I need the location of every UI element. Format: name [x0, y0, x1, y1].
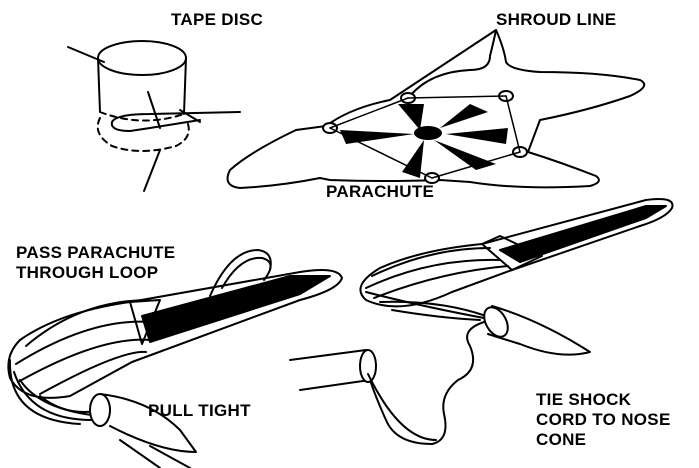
shroud-line-label: SHROUD LINE: [496, 10, 616, 30]
pass-parachute-label-line2: THROUGH LOOP: [16, 263, 175, 283]
tie-shock-label-line2: CORD TO NOSE: [536, 410, 671, 430]
pull-tight-label: PULL TIGHT: [148, 401, 251, 421]
tape-disc-illustration: [68, 41, 240, 191]
tape-disc-label: TAPE DISC: [171, 10, 263, 30]
tape-disc-shape: [98, 41, 186, 75]
tie-shock-label-line3: CONE: [536, 430, 671, 450]
tie-shock-cord-label: TIE SHOCK CORD TO NOSE CONE: [536, 390, 671, 450]
tie-shock-label-line1: TIE SHOCK: [536, 390, 671, 410]
parachute-illustration: [228, 30, 645, 188]
tape-disc-lower-line: [144, 150, 160, 191]
pass-parachute-label-line1: PASS PARACHUTE: [16, 243, 175, 263]
parachute-label: PARACHUTE: [326, 182, 434, 202]
pass-parachute-label: PASS PARACHUTE THROUGH LOOP: [16, 243, 175, 283]
